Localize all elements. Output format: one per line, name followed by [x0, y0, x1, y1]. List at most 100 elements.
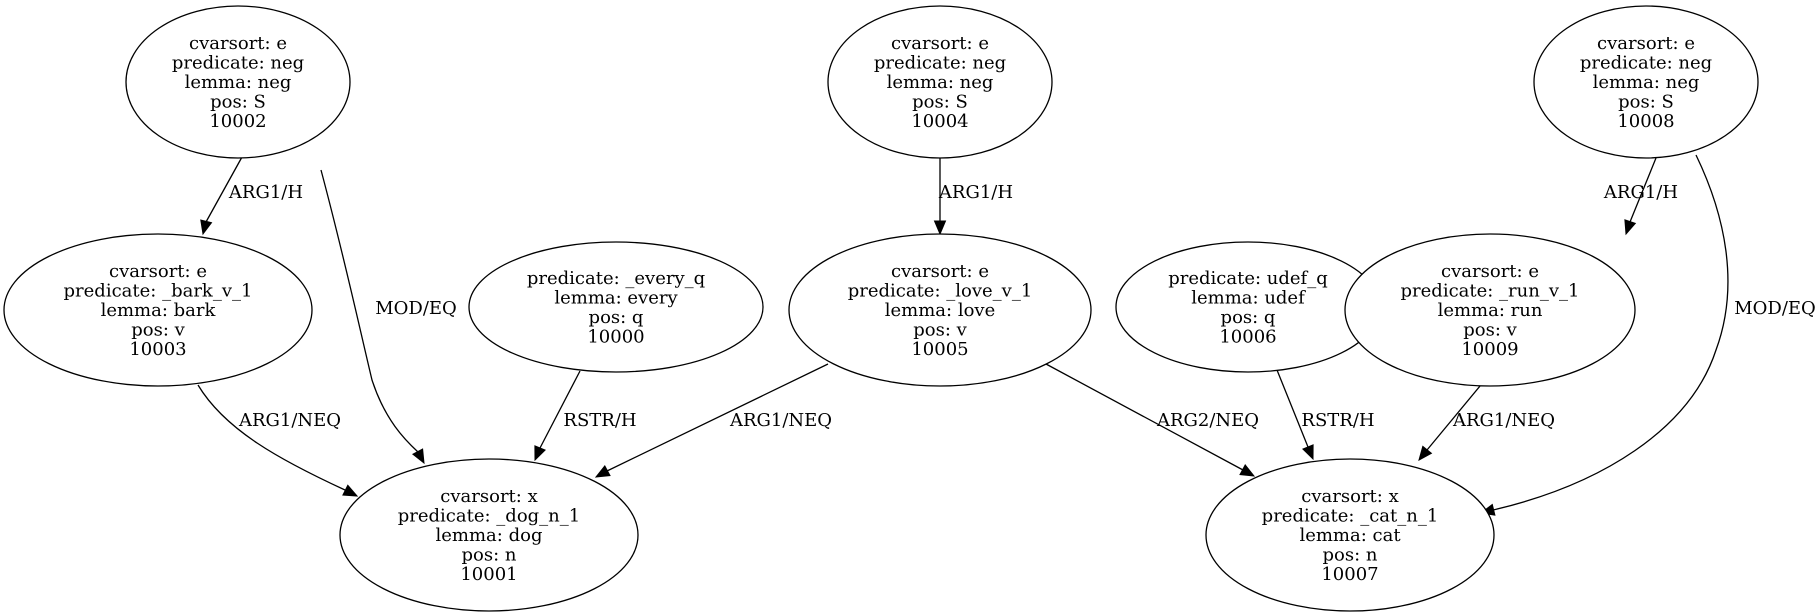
arrowhead-icon — [1418, 445, 1433, 461]
edge-label: ARG1/NEQ — [238, 410, 341, 431]
node-line: pos: v — [131, 320, 185, 341]
node-line: pos: v — [913, 320, 967, 341]
node-line: 10005 — [911, 339, 968, 360]
edge-label: ARG1/NEQ — [1452, 410, 1555, 431]
node-line: predicate: _every_q — [527, 268, 705, 289]
node-line: cvarsort: e — [109, 261, 207, 282]
node-ellipse — [827, 5, 1053, 159]
node-line: predicate: _cat_n_1 — [1262, 506, 1439, 527]
edge-label: ARG1/H — [938, 182, 1013, 203]
edge-label: ARG2/NEQ — [1156, 410, 1259, 431]
node-line: predicate: neg — [874, 53, 1006, 74]
node-ellipse — [788, 233, 1092, 387]
edge-10003-10001: ARG1/NEQ — [197, 384, 359, 497]
node-line: 10001 — [460, 564, 517, 585]
edge-10005-10001: ARG1/NEQ — [594, 363, 832, 478]
node-ellipse — [125, 5, 351, 159]
edge-10002-10001: MOD/EQ — [320, 169, 457, 465]
arrowhead-icon — [342, 484, 359, 497]
edge-label: ARG1/H — [228, 182, 303, 203]
arrowhead-icon — [1624, 219, 1637, 236]
edge-label: RSTR/H — [1301, 410, 1374, 431]
node-line: predicate: _bark_v_1 — [64, 281, 253, 302]
edge-line — [1276, 369, 1309, 448]
arrowhead-icon — [933, 220, 947, 236]
node-line: predicate: neg — [172, 53, 304, 74]
node-line: pos: n — [462, 545, 517, 566]
node-line: predicate: _dog_n_1 — [398, 506, 580, 527]
node-line: pos: q — [1221, 307, 1276, 328]
node-line: lemma: dog — [436, 525, 543, 546]
node-line: pos: n — [1323, 545, 1378, 566]
node-ellipse — [1205, 458, 1495, 612]
edge-label: MOD/EQ — [375, 298, 457, 319]
node-line: cvarsort: e — [189, 33, 287, 54]
edge-10000-10001: RSTR/H — [534, 370, 637, 462]
edge-line — [539, 370, 581, 449]
node-ellipse — [3, 233, 313, 387]
node-line: lemma: run — [1438, 300, 1543, 321]
node-line: pos: S — [912, 92, 968, 113]
node-ellipse — [468, 241, 764, 373]
node-line: 10000 — [587, 326, 644, 347]
node-line: predicate: _run_v_1 — [1401, 281, 1580, 302]
arrowhead-icon — [1239, 463, 1256, 477]
node-line: lemma: neg — [185, 72, 292, 93]
node-line: 10004 — [911, 111, 968, 132]
node-line: lemma: udef — [1191, 287, 1306, 308]
node-line: cvarsort: x — [1301, 486, 1398, 507]
node-line: lemma: neg — [1593, 72, 1700, 93]
node-line: cvarsort: e — [891, 261, 989, 282]
node-line: lemma: love — [885, 300, 995, 321]
edge-10009-10007: ARG1/NEQ — [1418, 379, 1555, 461]
node-line: cvarsort: x — [440, 486, 537, 507]
node-line: lemma: bark — [101, 300, 217, 321]
node-line: pos: S — [210, 92, 266, 113]
edge-label: ARG1/NEQ — [729, 410, 832, 431]
node-line: pos: v — [1463, 320, 1517, 341]
edge-10004-10005: ARG1/H — [933, 158, 1013, 236]
arrowhead-icon — [1302, 444, 1314, 461]
node-line: 10009 — [1461, 339, 1518, 360]
node-line: pos: q — [589, 307, 644, 328]
node-line: 10008 — [1617, 111, 1674, 132]
node-ellipse — [339, 458, 639, 612]
node-line: predicate: _love_v_1 — [848, 281, 1033, 302]
edges-layer: ARG1/H MOD/EQ ARG1/NEQ RSTR/H ARG1/H ARG1/NEQ… — [197, 154, 1816, 516]
edge-10006-10007: RSTR/H — [1276, 369, 1375, 461]
node-ellipse — [1533, 5, 1759, 159]
node-line: cvarsort: e — [1441, 261, 1539, 282]
edge-line — [1492, 154, 1729, 511]
edge-10005-10007: ARG2/NEQ — [1045, 363, 1259, 477]
node-line: cvarsort: e — [891, 33, 989, 54]
edge-label: MOD/EQ — [1734, 298, 1816, 319]
node-line: pos: S — [1618, 92, 1674, 113]
node-line: predicate: neg — [1580, 53, 1712, 74]
edge-10008-10009: ARG1/H — [1603, 157, 1678, 236]
edge-10002-10003: ARG1/H — [200, 156, 303, 236]
node-line: lemma: cat — [1299, 525, 1401, 546]
node-line: 10007 — [1321, 564, 1378, 585]
arrowhead-icon — [534, 445, 546, 462]
edge-line — [320, 169, 419, 453]
arrowhead-icon — [200, 219, 213, 236]
node-line: 10006 — [1219, 326, 1276, 347]
node-line: 10002 — [209, 111, 266, 132]
edge-label: RSTR/H — [563, 410, 636, 431]
node-line: 10003 — [129, 339, 186, 360]
node-line: predicate: udef_q — [1168, 268, 1328, 289]
arrowhead-icon — [594, 464, 611, 478]
node-line: lemma: neg — [887, 72, 994, 93]
